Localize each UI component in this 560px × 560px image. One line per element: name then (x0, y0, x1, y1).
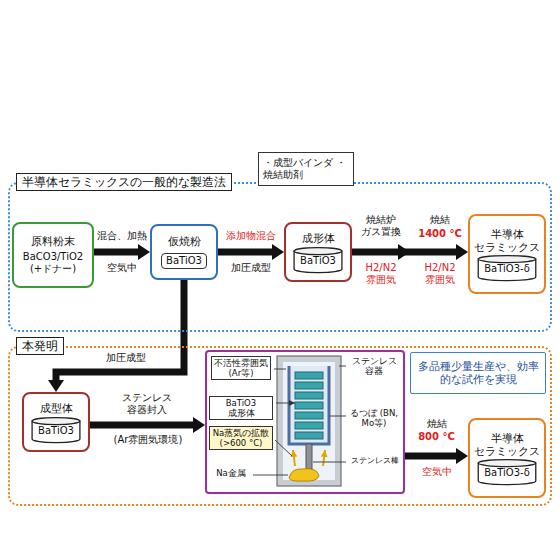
leader-line (339, 366, 346, 367)
process-arrow (218, 249, 272, 256)
formula-text: BaTiO3 (294, 248, 342, 272)
arrow-label: 1400 °C (414, 228, 466, 240)
box-heading: 半導体 セラミックス (474, 228, 540, 253)
box-heading: 半導体 セラミックス (474, 432, 540, 457)
sample-disk (295, 402, 323, 409)
product-box: 半導体 セラミックス BaTiO3-δ (468, 214, 546, 294)
box-heading: 成形体 (302, 232, 335, 245)
region-heading: 本発明 (16, 337, 64, 355)
arrow-label: 焼結 (405, 418, 468, 430)
arrow-label: 混合、加熱 (94, 230, 150, 242)
process-arrow (352, 249, 456, 256)
additive-note: ・成型バインダ ・焼結助剤 (258, 152, 354, 186)
process-arrow (405, 453, 456, 460)
arrow-label: H2/N2 雰囲気 (354, 262, 408, 286)
product-box: 半導体 セラミックス BaTiO3-δ (468, 418, 546, 498)
arrow-label: 空気中 (405, 466, 468, 478)
leader-line (275, 440, 292, 456)
part-label: るつぼ (BN, Mo等) (347, 408, 401, 428)
arrow-label: 焼結炉 ガス置換 (354, 214, 408, 238)
arrow-label: ステンレス 容器封入 (112, 392, 182, 416)
part-label: Na蒸気の拡散 (>600 °C) (209, 426, 273, 450)
stainless-rod (306, 444, 312, 469)
part-label: BaTiO3 成形体 (209, 396, 273, 420)
sample-disk (295, 382, 323, 389)
leader-line (313, 462, 346, 463)
sample-disk (295, 432, 323, 439)
sample-disk (295, 412, 323, 419)
arrow-label: 添加物混合 (218, 230, 284, 242)
region-heading: 半導体セラミックスの一般的な製造法 (16, 173, 232, 191)
box-heading: 仮焼粉 (168, 235, 201, 248)
part-label: Na金属 (211, 468, 251, 478)
disk-top (478, 256, 536, 263)
leader-line (274, 369, 286, 370)
process-arrow (56, 280, 184, 380)
arrow-label: 加圧成型 (218, 262, 284, 274)
method-region: 原料粉末 BaCO3/TiO2 (+ドナー) 仮焼粉 BaTiO3 成形体 BaTiO3 半… (8, 182, 552, 332)
powder-box: 仮焼粉 BaTiO3 (150, 224, 218, 280)
arrow-label: H2/N2 雰囲気 (414, 262, 466, 286)
part-label: ステンレス棒 (347, 456, 403, 466)
leader-line (276, 403, 295, 404)
formula-text: BaTiO3-δ (478, 460, 536, 484)
arrow-label: 焼結 (414, 214, 466, 226)
box-heading: 原料粉末 (31, 235, 75, 248)
arrow-label: 加圧成型 (96, 352, 156, 364)
sample-disk (295, 422, 323, 429)
crucible (289, 366, 329, 444)
formula-text: BaTiO3 (32, 418, 80, 442)
leader-lines (253, 366, 346, 475)
compact-box: 成型体 BaTiO3 (22, 392, 90, 452)
disk-top (478, 460, 536, 467)
callout-text: 多品種少量生産や、効率的な試作を実現 (415, 360, 541, 385)
leader-line (253, 475, 288, 476)
part-label: 不活性雰囲気 (Ar等) (211, 356, 271, 380)
process-arrow (90, 422, 193, 429)
material-box: 原料粉末 BaCO3/TiO2 (+ドナー) (12, 222, 94, 288)
part-label: ステンレス 容器 (347, 356, 401, 376)
process-arrow (94, 249, 138, 256)
sample-disk (295, 372, 323, 379)
invention-region: 成型体 BaTiO3 不活性雰囲気 (Ar等) ステンレス 容器 BaTiO3 成形体る… (8, 346, 552, 506)
leader-line (330, 416, 346, 417)
disk-top (32, 418, 80, 425)
arrow-label: (Ar雰囲気環境) (92, 434, 204, 446)
disk-top (294, 248, 342, 255)
vapor-arrow (323, 450, 325, 466)
arrow-label: 空気中 (94, 262, 150, 274)
formula-text: BaCO3/TiO2 (+ドナー) (18, 251, 88, 275)
benefit-callout: 多品種少量生産や、効率的な試作を実現 (410, 352, 546, 394)
formula-text: BaTiO3 (161, 253, 207, 269)
arrow-label: 800 °C (405, 431, 468, 443)
note-text: ・成型バインダ ・焼結助剤 (263, 157, 349, 181)
sodium-metal (289, 469, 319, 482)
sample-disk (295, 392, 323, 399)
apparatus-box: 不活性雰囲気 (Ar等) ステンレス 容器 BaTiO3 成形体るつぼ (BN, M… (205, 350, 405, 494)
formula-text: BaTiO3-δ (478, 256, 536, 280)
vapor-arrow (293, 450, 295, 466)
stainless-container (277, 356, 341, 486)
box-heading: 成型体 (40, 402, 73, 415)
compact-box: 成形体 BaTiO3 (284, 222, 352, 282)
